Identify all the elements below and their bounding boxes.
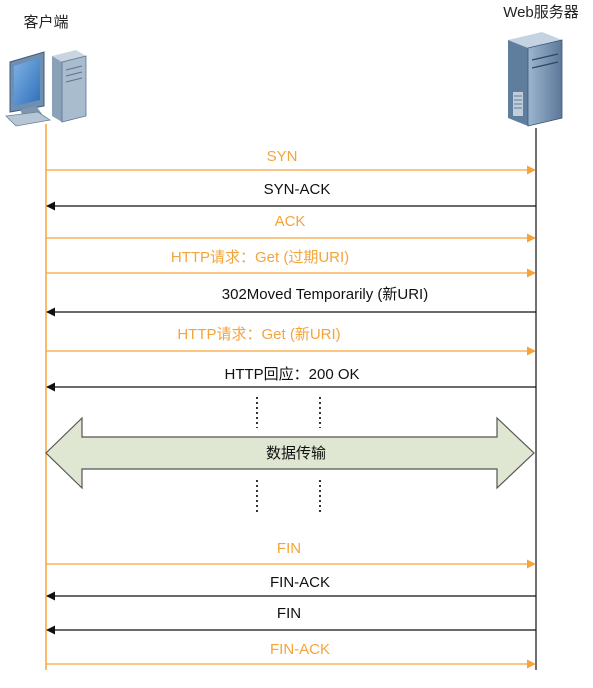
message-7: HTTP回应：200 OK xyxy=(46,365,536,392)
message-label: ACK xyxy=(275,213,306,230)
message-label: FIN-ACK xyxy=(270,641,330,658)
message-2: SYN-ACK xyxy=(46,181,536,211)
data-transfer-label: 数据传输 xyxy=(266,445,326,462)
message-label: HTTP请求：Get (过期URI) xyxy=(171,249,349,266)
server-label: Web服务器 xyxy=(503,4,579,21)
message-label: FIN xyxy=(277,540,301,557)
client-computer-icon xyxy=(5,50,87,127)
message-label: FIN xyxy=(277,605,301,622)
message-4: HTTP请求：Get (过期URI) xyxy=(46,249,536,278)
message-3: ACK xyxy=(46,213,536,243)
message-1: SYN xyxy=(46,148,536,175)
data-transfer-band: 数据传输 xyxy=(45,416,535,490)
message-label: SYN xyxy=(267,148,298,165)
client-label: 客户端 xyxy=(23,14,68,31)
message-9: FIN-ACK xyxy=(46,574,536,601)
message-11: FIN-ACK xyxy=(46,641,536,669)
message-label: 302Moved Temporarily (新URI) xyxy=(222,286,428,303)
message-6: HTTP请求：Get (新URI) xyxy=(46,326,536,356)
message-5: 302Moved Temporarily (新URI) xyxy=(46,286,536,317)
message-label: HTTP回应：200 OK xyxy=(224,365,359,383)
message-10: FIN xyxy=(46,605,536,635)
message-label: SYN-ACK xyxy=(264,181,331,198)
double-arrow-shape xyxy=(45,416,535,490)
server-icon xyxy=(508,32,563,127)
message-label: FIN-ACK xyxy=(270,574,330,591)
message-8: FIN xyxy=(46,540,536,569)
message-label: HTTP请求：Get (新URI) xyxy=(177,326,340,343)
